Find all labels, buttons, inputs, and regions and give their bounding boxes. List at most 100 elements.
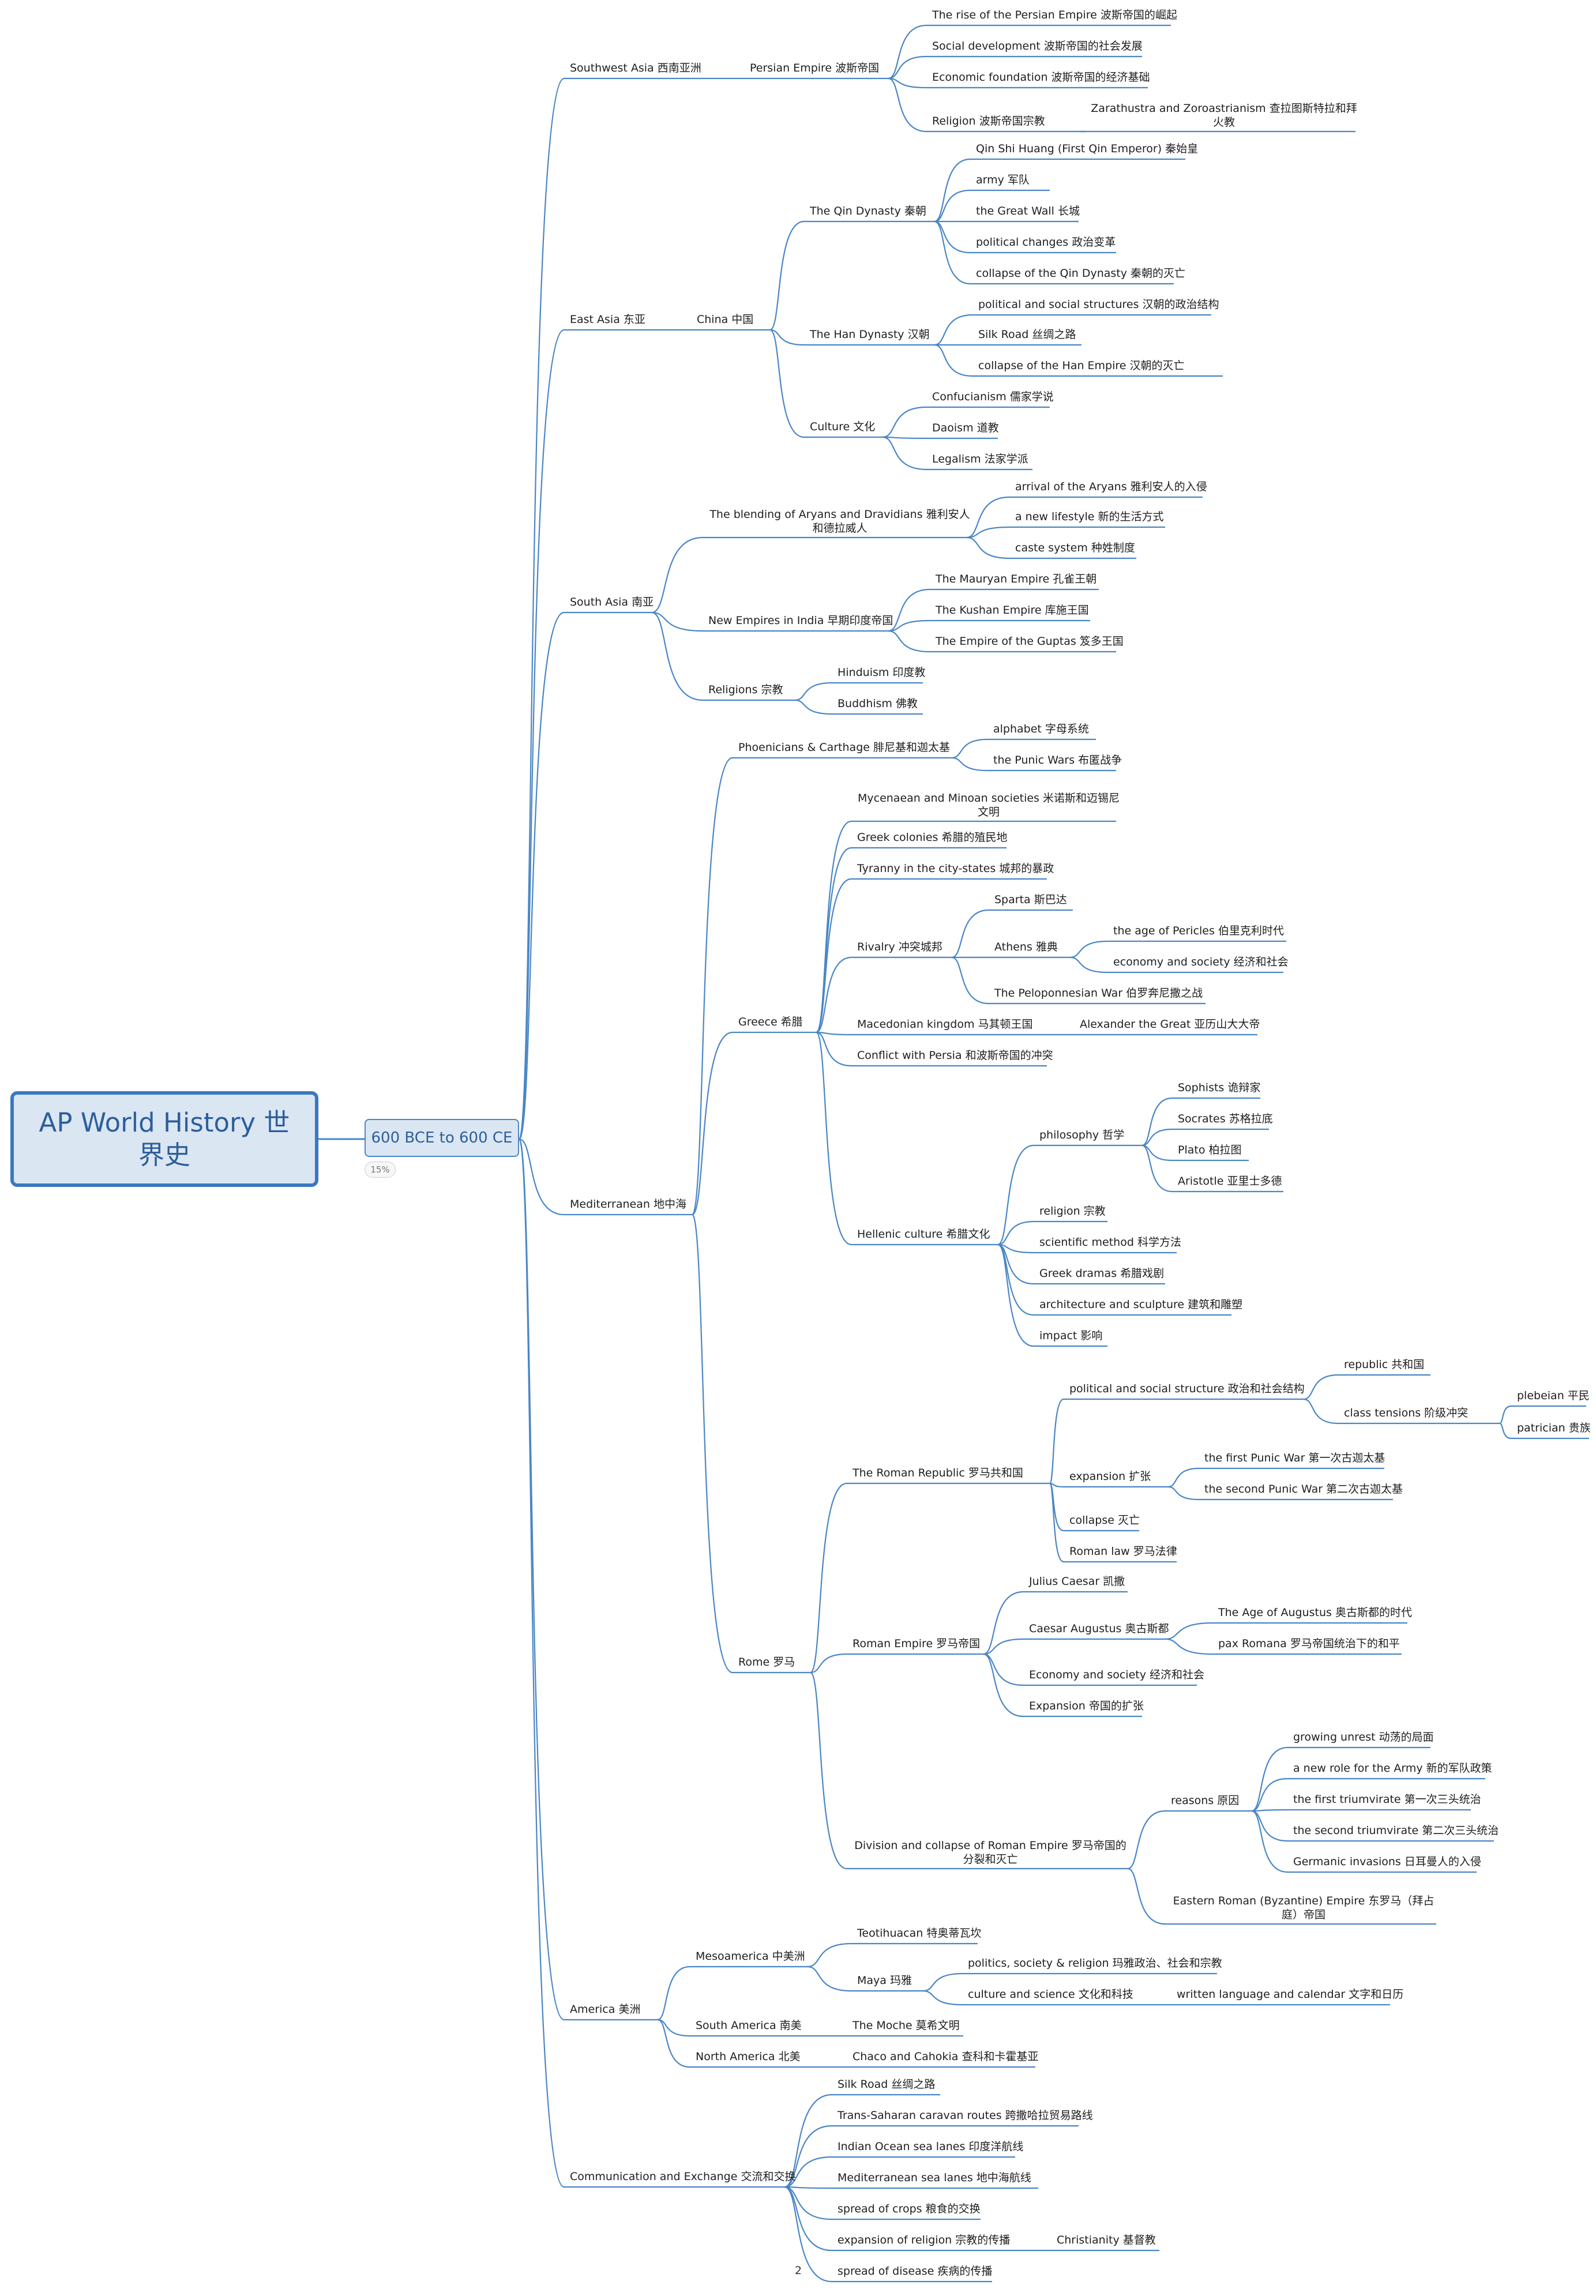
topic-sa-b2[interactable]: a new lifestyle 新的生活方式 xyxy=(1015,510,1164,523)
topic-ea-cu2[interactable]: Daoism 道教 xyxy=(932,422,999,434)
topic-md-re2b[interactable]: pax Romana 罗马帝国统治下的和平 xyxy=(1218,1637,1400,1650)
topic-ce6a[interactable]: Christianity 基督教 xyxy=(1057,2234,1156,2246)
topic-am-m2a[interactable]: politics, society & religion 玛雅政治、社会和宗教 xyxy=(968,1957,1222,1970)
topic-sa-r[interactable]: Religions 宗教 xyxy=(708,683,783,696)
topic-md-hc-p3[interactable]: Plato 柏拉图 xyxy=(1178,1144,1242,1156)
topic-sa-n2[interactable]: The Kushan Empire 库施王国 xyxy=(936,604,1089,617)
topic-am-s1[interactable]: The Moche 莫希文明 xyxy=(853,2019,960,2032)
topic-ea-q5[interactable]: collapse of the Qin Dynasty 秦朝的灭亡 xyxy=(976,267,1186,280)
topic-md-rr2a[interactable]: the first Punic War 第一次古迦太基 xyxy=(1204,1452,1385,1464)
topic-md-ph2[interactable]: the Punic Wars 布匿战争 xyxy=(993,754,1122,766)
topic-md-rr2b[interactable]: the second Punic War 第二次古迦太基 xyxy=(1204,1483,1403,1495)
topic-ea-q4[interactable]: political changes 政治变革 xyxy=(976,236,1116,249)
topic-ce5[interactable]: spread of crops 粮食的交换 xyxy=(838,2203,981,2215)
topic-sa-n[interactable]: New Empires in India 早期印度帝国 xyxy=(708,614,893,627)
topic-md-dc-r2[interactable]: a new role for the Army 新的军队政策 xyxy=(1293,1762,1492,1775)
topic-md-rr3[interactable]: collapse 灭亡 xyxy=(1069,1514,1140,1527)
topic-md-rr1[interactable]: political and social structure 政治和社会结构 xyxy=(1069,1382,1305,1395)
topic-ea[interactable]: East Asia 东亚 xyxy=(570,313,645,326)
topic-md-rr1b1[interactable]: plebeian 平民 xyxy=(1517,1389,1590,1402)
topic-md-dc[interactable]: Division and collapse of Roman Empire 罗马… xyxy=(854,1839,1126,1866)
topic-md-hc-p[interactable]: philosophy 哲学 xyxy=(1039,1129,1125,1141)
topic-sa[interactable]: South Asia 南亚 xyxy=(570,596,654,608)
topic-md-dc2[interactable]: Eastern Roman (Byzantine) Empire 东罗马（拜占庭… xyxy=(1173,1895,1434,1921)
root-topic[interactable]: AP World History 世界史 xyxy=(10,1091,318,1187)
topic-md-re[interactable]: Roman Empire 罗马帝国 xyxy=(853,1637,981,1650)
topic-am-n[interactable]: North America 北美 xyxy=(696,2050,801,2063)
topic-ea-cu[interactable]: Culture 文化 xyxy=(810,420,876,433)
topic-ea-q1[interactable]: Qin Shi Huang (First Qin Emperor) 秦始皇 xyxy=(976,142,1199,155)
topic-ea-h3[interactable]: collapse of the Han Empire 汉朝的灭亡 xyxy=(978,359,1185,372)
topic-md-rv3[interactable]: The Peloponnesian War 伯罗奔尼撒之战 xyxy=(994,987,1203,999)
topic-ea-cu3[interactable]: Legalism 法家学派 xyxy=(932,453,1028,465)
topic-ce7[interactable]: spread of disease 疾病的传播 xyxy=(838,2265,993,2278)
topic-sw-z[interactable]: Zarathustra and Zoroastrianism 查拉图斯特拉和拜火… xyxy=(1091,102,1357,129)
topic-md-mc1[interactable]: Alexander the Great 亚历山大大帝 xyxy=(1080,1018,1260,1031)
topic-md-rv2b[interactable]: economy and society 经济和社会 xyxy=(1113,956,1289,968)
topic-md-rr1b2[interactable]: patrician 贵族 xyxy=(1517,1422,1591,1434)
topic-ce[interactable]: Communication and Exchange 交流和交换 xyxy=(570,2170,796,2183)
topic-md-hc-p4[interactable]: Aristotle 亚里士多德 xyxy=(1178,1175,1282,1188)
topic-md-re2a[interactable]: The Age of Augustus 奥古斯都的时代 xyxy=(1218,1606,1412,1619)
topic-md-dc-r3[interactable]: the first triumvirate 第一次三头统治 xyxy=(1293,1793,1481,1806)
topic-md-hc3[interactable]: scientific method 科学方法 xyxy=(1039,1236,1181,1249)
topic-md-dc-r5[interactable]: Germanic invasions 日耳曼人的入侵 xyxy=(1293,1855,1481,1868)
topic-am-m[interactable]: Mesoamerica 中美洲 xyxy=(696,1950,805,1963)
topic-ce4[interactable]: Mediterranean sea lanes 地中海航线 xyxy=(838,2171,1031,2184)
topic-am-s[interactable]: South America 南美 xyxy=(696,2019,802,2032)
topic-sa-b1[interactable]: arrival of the Aryans 雅利安人的入侵 xyxy=(1015,480,1207,493)
topic-ce2[interactable]: Trans-Saharan caravan routes 跨撒哈拉贸易路线 xyxy=(838,2109,1093,2122)
topic-md-cp[interactable]: Conflict with Persia 和波斯帝国的冲突 xyxy=(857,1049,1053,1062)
topic-sw-e[interactable]: Economic foundation 波斯帝国的经济基础 xyxy=(932,71,1150,84)
topic-md-dc-r1[interactable]: growing unrest 动荡的局面 xyxy=(1293,1731,1434,1743)
topic-sa-b3[interactable]: caste system 种姓制度 xyxy=(1015,542,1135,554)
topic-md-rv2a[interactable]: the age of Pericles 伯里克利时代 xyxy=(1113,925,1284,937)
topic-sa-b[interactable]: The blending of Aryans and Dravidians 雅利… xyxy=(709,508,970,535)
topic-am[interactable]: America 美洲 xyxy=(570,2003,641,2016)
topic-am-m1[interactable]: Teotihuacan 特奥蒂瓦坎 xyxy=(857,1927,982,1940)
topic-md-rv1[interactable]: Sparta 斯巴达 xyxy=(994,893,1067,906)
topic-md-re2[interactable]: Caesar Augustus 奥古斯都 xyxy=(1029,1622,1169,1635)
topic-md-dc-r[interactable]: reasons 原因 xyxy=(1171,1794,1240,1807)
topic-ea-h[interactable]: The Han Dynasty 汉朝 xyxy=(810,328,930,341)
topic-md-g2[interactable]: Greek colonies 希腊的殖民地 xyxy=(857,831,1008,844)
topic-ea-c[interactable]: China 中国 xyxy=(697,313,754,326)
main-topic[interactable]: 600 BCE to 600 CE xyxy=(365,1119,519,1157)
topic-sa-n3[interactable]: The Empire of the Guptas 笈多王国 xyxy=(936,635,1124,648)
topic-ce1[interactable]: Silk Road 丝绸之路 xyxy=(838,2078,936,2091)
topic-md-hc-p1[interactable]: Sophists 诡辩家 xyxy=(1178,1081,1261,1094)
topic-md-g1[interactable]: Mycenaean and Minoan societies 米诺斯和迈锡尼文明 xyxy=(857,792,1120,818)
topic-md-r[interactable]: Rome 罗马 xyxy=(738,1656,795,1669)
topic-ce3[interactable]: Indian Ocean sea lanes 印度洋航线 xyxy=(838,2140,1024,2153)
topic-sa-r2[interactable]: Buddhism 佛教 xyxy=(838,697,918,710)
topic-md-hc[interactable]: Hellenic culture 希腊文化 xyxy=(857,1228,990,1241)
topic-md-hc2[interactable]: religion 宗教 xyxy=(1039,1205,1106,1217)
topic-md-rr1a[interactable]: republic 共和国 xyxy=(1344,1358,1425,1371)
topic-md-hc-p2[interactable]: Socrates 苏格拉底 xyxy=(1178,1113,1273,1125)
topic-sw-s[interactable]: Social development 波斯帝国的社会发展 xyxy=(932,40,1143,52)
topic-sw[interactable]: Southwest Asia 西南亚洲 xyxy=(570,62,701,74)
topic-ea-h2[interactable]: Silk Road 丝绸之路 xyxy=(978,328,1076,341)
topic-md-ph1[interactable]: alphabet 字母系统 xyxy=(993,723,1089,735)
topic-md-mc[interactable]: Macedonian kingdom 马其顿王国 xyxy=(857,1018,1033,1031)
topic-ea-q3[interactable]: the Great Wall 长城 xyxy=(976,205,1080,217)
topic-sw-rel[interactable]: Religion 波斯帝国宗教 xyxy=(932,115,1045,127)
topic-md-g[interactable]: Greece 希腊 xyxy=(738,1016,803,1028)
topic-sa-n1[interactable]: The Mauryan Empire 孔雀王朝 xyxy=(936,573,1097,585)
topic-md-rr4[interactable]: Roman law 罗马法律 xyxy=(1069,1545,1177,1558)
topic-md-rr2[interactable]: expansion 扩张 xyxy=(1069,1470,1151,1483)
topic-md-rv2[interactable]: Athens 雅典 xyxy=(994,941,1058,953)
topic-am-n1[interactable]: Chaco and Cahokia 查科和卡霍基亚 xyxy=(853,2050,1039,2063)
topic-md-hc4[interactable]: Greek dramas 希腊戏剧 xyxy=(1039,1267,1165,1280)
topic-md-rr[interactable]: The Roman Republic 罗马共和国 xyxy=(853,1467,1023,1479)
topic-am-m2b1[interactable]: written language and calendar 文字和日历 xyxy=(1177,1988,1404,2001)
topic-ea-cu1[interactable]: Confucianism 儒家学说 xyxy=(932,390,1054,403)
topic-md-re1[interactable]: Julius Caesar 凯撒 xyxy=(1029,1575,1125,1588)
topic-am-m2[interactable]: Maya 玛雅 xyxy=(857,1974,912,1987)
topic-md-dc-r4[interactable]: the second triumvirate 第二次三头统治 xyxy=(1293,1824,1499,1837)
topic-sw-p[interactable]: Persian Empire 波斯帝国 xyxy=(750,62,880,74)
topic-ea-q[interactable]: The Qin Dynasty 秦朝 xyxy=(810,205,926,217)
topic-md-rv[interactable]: Rivalry 冲突城邦 xyxy=(857,941,942,953)
topic-ce6[interactable]: expansion of religion 宗教的传播 xyxy=(838,2234,1011,2246)
topic-md-re4[interactable]: Expansion 帝国的扩张 xyxy=(1029,1700,1144,1712)
